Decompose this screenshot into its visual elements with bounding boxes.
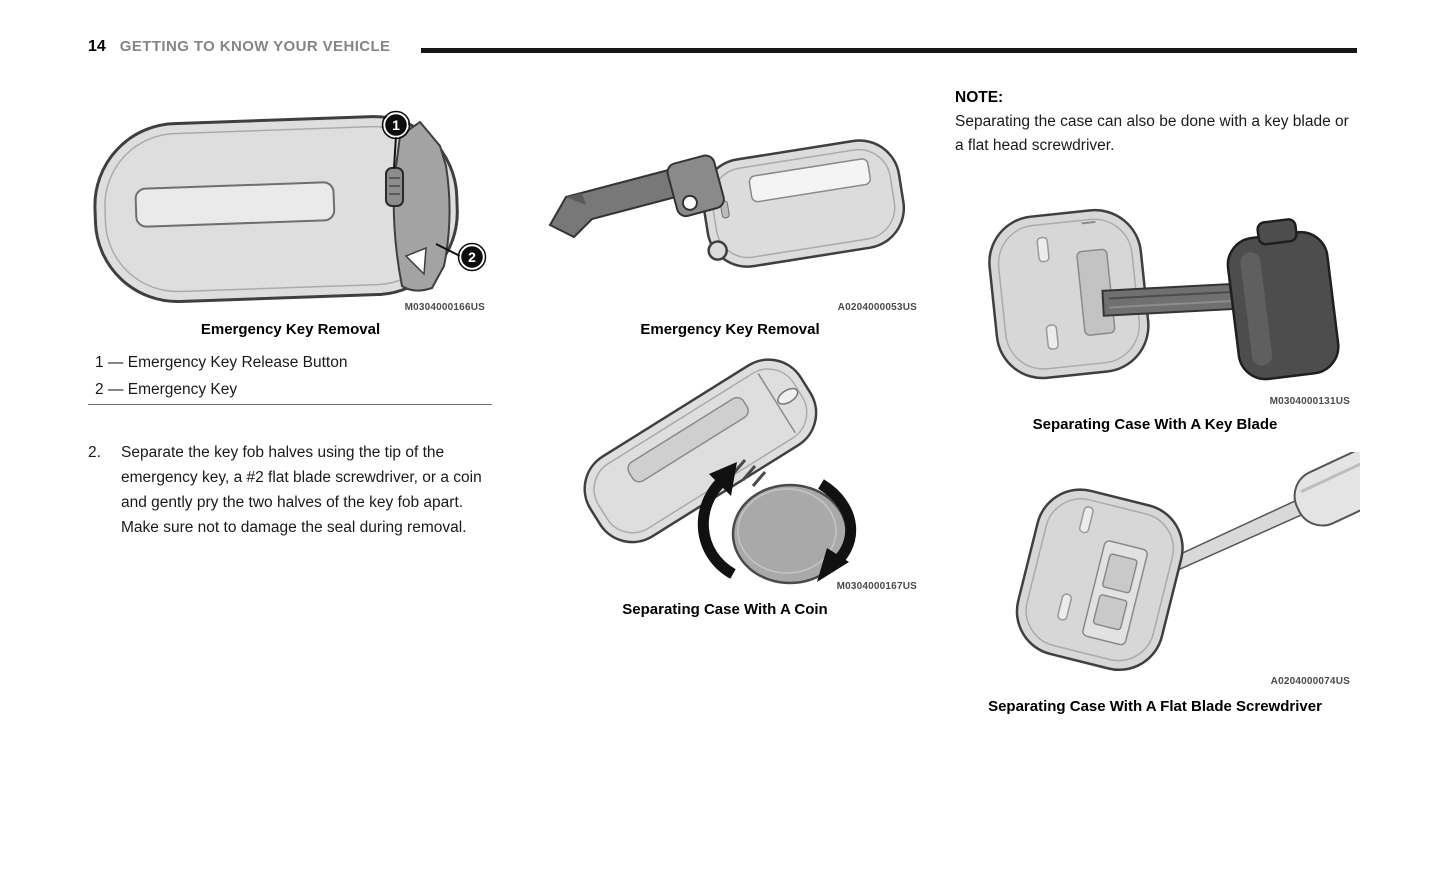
figure-code: M0304000167US <box>836 581 917 592</box>
header-rule <box>421 48 1357 53</box>
figure-code: A0204000074US <box>1270 676 1350 687</box>
fob-grip-part <box>1226 218 1340 381</box>
figure-key-and-fob <box>540 125 920 300</box>
page-header: 14 GETTING TO KNOW YOUR VEHICLE <box>88 38 390 56</box>
emergency-key-illustration <box>548 139 906 268</box>
step-number: 2. <box>88 444 101 461</box>
figure-caption: Separating Case With A Flat Blade Screwd… <box>988 698 1322 715</box>
emergency-key-part <box>548 154 725 239</box>
note-heading: NOTE: <box>955 89 1004 106</box>
callout-1-badge: 1 <box>392 117 400 133</box>
figure-caption: Emergency Key Removal <box>200 321 381 338</box>
figure-legend: 1 — Emergency Key Release Button 2 — Eme… <box>95 349 495 403</box>
screwdriver-separation-illustration <box>1015 452 1360 672</box>
section-title: GETTING TO KNOW YOUR VEHICLE <box>119 38 391 55</box>
figure-code: M0304000166US <box>404 302 485 313</box>
key-blade-separation-illustration <box>988 208 1340 381</box>
key-blade-part <box>1101 281 1255 317</box>
emergency-key-part <box>392 120 451 292</box>
step-text: Separate the key fob halves using the ti… <box>121 444 482 536</box>
figure-caption: Emergency Key Removal <box>640 321 820 338</box>
legend-item: 2 — Emergency Key <box>95 381 238 398</box>
figure-code: M0304000131US <box>1269 396 1350 407</box>
figure-caption: Separating Case With A Key Blade <box>1032 416 1278 433</box>
figure-coin <box>565 356 917 594</box>
coin-separation-illustration <box>583 358 857 585</box>
figure-code: A0204000053US <box>837 302 917 313</box>
note-body: Separating the case can also be done wit… <box>955 113 1349 154</box>
legend-item: 1 — Emergency Key Release Button <box>95 354 348 371</box>
note-block: NOTE: Separating the case can also be do… <box>955 86 1357 158</box>
page-number: 14 <box>88 38 106 55</box>
figure-key-blade <box>985 195 1360 395</box>
legend-divider <box>88 404 492 405</box>
figure-caption: Separating Case With A Coin <box>622 601 828 618</box>
callout-2-badge: 2 <box>468 249 476 265</box>
key-fob-illustration: 1 2 <box>93 110 487 304</box>
figure-fob-callouts: 1 2 <box>88 106 493 306</box>
procedure-step: 2. Separate the key fob halves using the… <box>88 440 491 540</box>
figure-screwdriver <box>1000 452 1360 687</box>
key-release-button-part <box>385 167 404 207</box>
